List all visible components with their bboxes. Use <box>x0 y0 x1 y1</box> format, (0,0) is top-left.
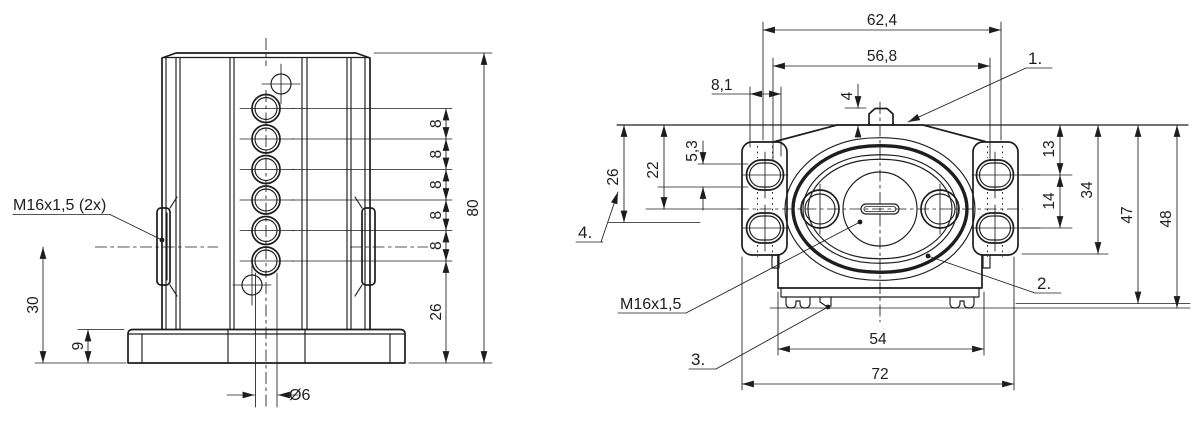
conductor-hole <box>239 246 295 276</box>
leader-dot <box>159 237 165 243</box>
pilot-hole-bottom <box>232 264 272 306</box>
top-view: 62,4 56,8 8,1 4 22 26 5, <box>575 12 1191 391</box>
callout-3: 3. <box>688 304 831 370</box>
hidden-hole-lines <box>757 146 1003 257</box>
slot <box>741 151 789 199</box>
thread-callout-front: M16x1,5 (2x) <box>12 197 165 243</box>
callout-4-label: 4. <box>578 223 592 242</box>
callout-4: 4. <box>575 191 619 243</box>
dim-54: 54 <box>869 331 887 348</box>
dim-8-pitch: 8 <box>428 241 445 250</box>
leader-dot <box>857 219 863 225</box>
pilot-hole-top <box>261 63 301 105</box>
right-feet <box>949 296 975 309</box>
dim-48: 48 <box>1158 210 1175 227</box>
conductor-hole <box>239 124 295 154</box>
left-mounting-flange <box>741 141 788 256</box>
callout-2: 2. <box>925 253 1062 294</box>
front-view-body-outline <box>161 52 371 331</box>
left-latch <box>771 254 780 269</box>
dim-34: 34 <box>1079 181 1096 199</box>
dim-22: 22 <box>645 161 662 178</box>
callout-3-label: 3. <box>691 350 705 369</box>
dim-47: 47 <box>1119 206 1136 223</box>
conductor-hole <box>239 215 295 246</box>
coding-key-profile <box>868 107 894 126</box>
dim-14: 14 <box>1041 192 1058 210</box>
dim-62-4: 62,4 <box>867 12 898 29</box>
leader-dot <box>825 304 831 310</box>
dim-8-pitch: 8 <box>428 150 445 159</box>
center-features <box>737 102 1023 322</box>
top-view-dimensions: 62,4 56,8 8,1 4 22 26 5, <box>575 12 1181 391</box>
callout-2-label: 2. <box>1037 274 1051 293</box>
dim-9: 9 <box>70 342 87 351</box>
dim-8-1: 8,1 <box>711 77 733 94</box>
thread-label-front: M16x1,5 (2x) <box>13 197 106 214</box>
dim-4: 4 <box>839 91 856 100</box>
conductor-hole <box>239 185 295 215</box>
right-mounting-flange <box>972 141 1019 256</box>
dim-8-pitch: 8 <box>428 180 445 189</box>
dim-8-pitch: 8 <box>428 119 445 128</box>
front-view-left-gland-boss <box>156 196 178 297</box>
dim-30: 30 <box>25 296 42 314</box>
leader-dot <box>925 253 931 259</box>
dim-8-pitch: 8 <box>428 211 445 220</box>
slot <box>741 204 789 252</box>
conductor-hole <box>239 154 295 185</box>
dim-13: 13 <box>1041 140 1058 157</box>
dim-80: 80 <box>465 199 482 217</box>
front-view-right-gland-boss <box>354 196 376 297</box>
callout-1: 1. <box>907 49 1053 123</box>
thread-callout-top: M16x1,5 <box>617 219 863 314</box>
front-view-base-flange <box>127 328 406 364</box>
top-view-outline <box>741 107 1191 309</box>
dim-26-top: 26 <box>605 168 622 185</box>
dim-dia6: Ø6 <box>289 387 310 404</box>
dim-26-front: 26 <box>428 303 445 320</box>
front-view: 8 8 8 8 8 26 80 30 9 Ø6 M16x1,5 (2x) <box>12 38 493 410</box>
thread-label-top: M16x1,5 <box>620 296 681 313</box>
right-latch <box>982 254 991 269</box>
dim-72: 72 <box>871 366 888 383</box>
front-view-conductor-holes <box>95 38 428 410</box>
dim-5-3: 5,3 <box>684 140 701 162</box>
callout-1-label: 1. <box>1028 49 1042 68</box>
mounting-slots <box>741 146 1041 257</box>
conductor-hole <box>239 93 295 124</box>
left-feet <box>785 296 811 309</box>
dim-56-8: 56,8 <box>867 48 897 65</box>
front-view-dimensions: 8 8 8 8 8 26 80 30 9 Ø6 M16x1,5 (2x) <box>12 52 493 408</box>
release-notch <box>819 296 832 307</box>
